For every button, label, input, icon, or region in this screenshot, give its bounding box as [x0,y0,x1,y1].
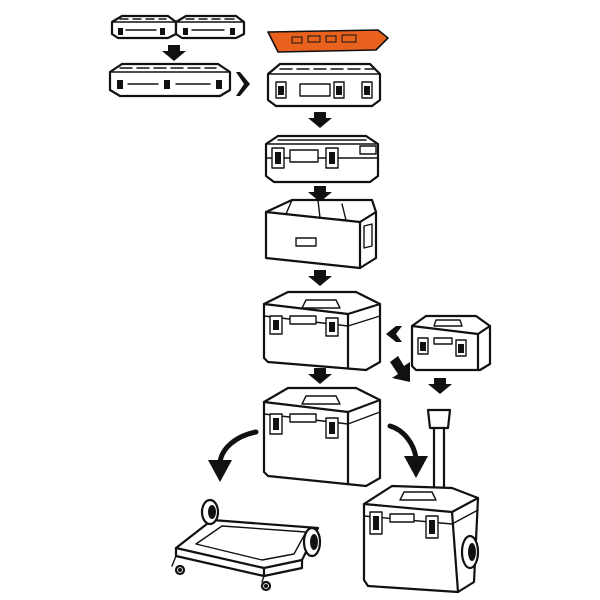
curved-arrow-left-icon [208,429,259,482]
organizer-case-icon [264,134,380,184]
down-arrow-icon [428,378,452,394]
curved-arrow-right-icon [387,423,428,478]
down-arrow-icon [308,270,332,286]
divider-tray-icon [264,198,378,270]
toolbox-icon [262,290,382,372]
down-arrow-icon [308,368,332,384]
dolly-icon [171,498,322,592]
large-organizer-icon [108,62,232,98]
wheeled-trolley-icon [362,408,480,594]
small-organizer-pair-icon [110,14,246,40]
right-arrow-icon [236,72,250,96]
diagonal-arrow-icon [390,356,410,382]
down-arrow-icon [308,186,332,202]
deep-organizer-icon [266,62,382,108]
left-arrow-icon [386,326,402,342]
large-toolbox-icon [262,386,382,488]
down-arrow-icon [162,45,186,61]
compact-toolbox-icon [410,314,492,372]
down-arrow-icon [308,112,332,128]
organizer-insert-icon [267,29,389,53]
